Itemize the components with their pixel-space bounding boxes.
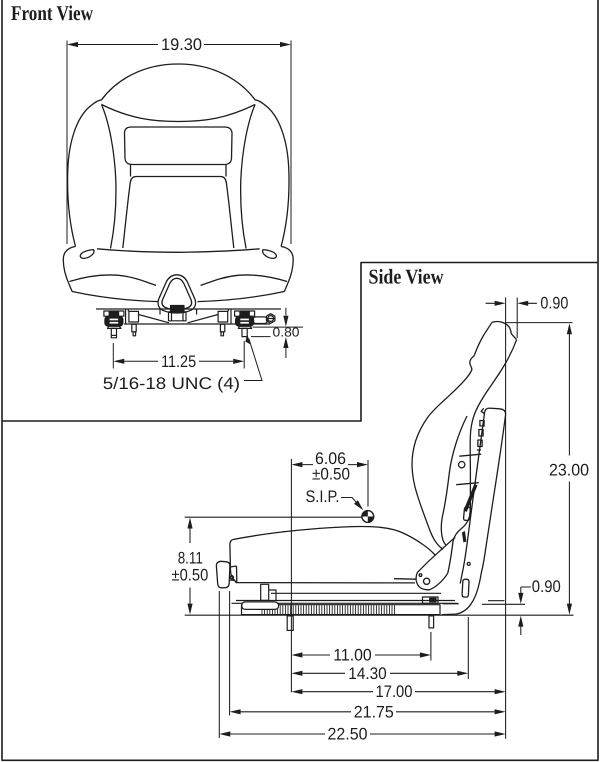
svg-text:11.25: 11.25 xyxy=(161,352,196,371)
svg-text:6.06: 6.06 xyxy=(315,449,346,468)
svg-text:0.90: 0.90 xyxy=(540,293,568,312)
svg-text:11.00: 11.00 xyxy=(333,645,371,664)
svg-text:0.80: 0.80 xyxy=(273,325,300,340)
svg-text:Front View: Front View xyxy=(11,1,94,25)
svg-text:S.I.P.: S.I.P. xyxy=(306,487,340,506)
svg-text:Side View: Side View xyxy=(369,265,445,289)
svg-text:22.50: 22.50 xyxy=(328,725,368,744)
svg-text:17.00: 17.00 xyxy=(376,682,413,701)
svg-text:19.30: 19.30 xyxy=(161,35,202,54)
svg-text:±0.50: ±0.50 xyxy=(312,464,350,483)
svg-text:23.00: 23.00 xyxy=(549,460,589,479)
svg-text:±0.50: ±0.50 xyxy=(172,565,209,584)
svg-text:5/16-18 UNC (4): 5/16-18 UNC (4) xyxy=(103,374,240,393)
svg-text:21.75: 21.75 xyxy=(354,702,394,721)
svg-text:0.90: 0.90 xyxy=(532,577,561,596)
svg-text:8.11: 8.11 xyxy=(178,549,203,568)
svg-text:14.30: 14.30 xyxy=(348,664,386,683)
